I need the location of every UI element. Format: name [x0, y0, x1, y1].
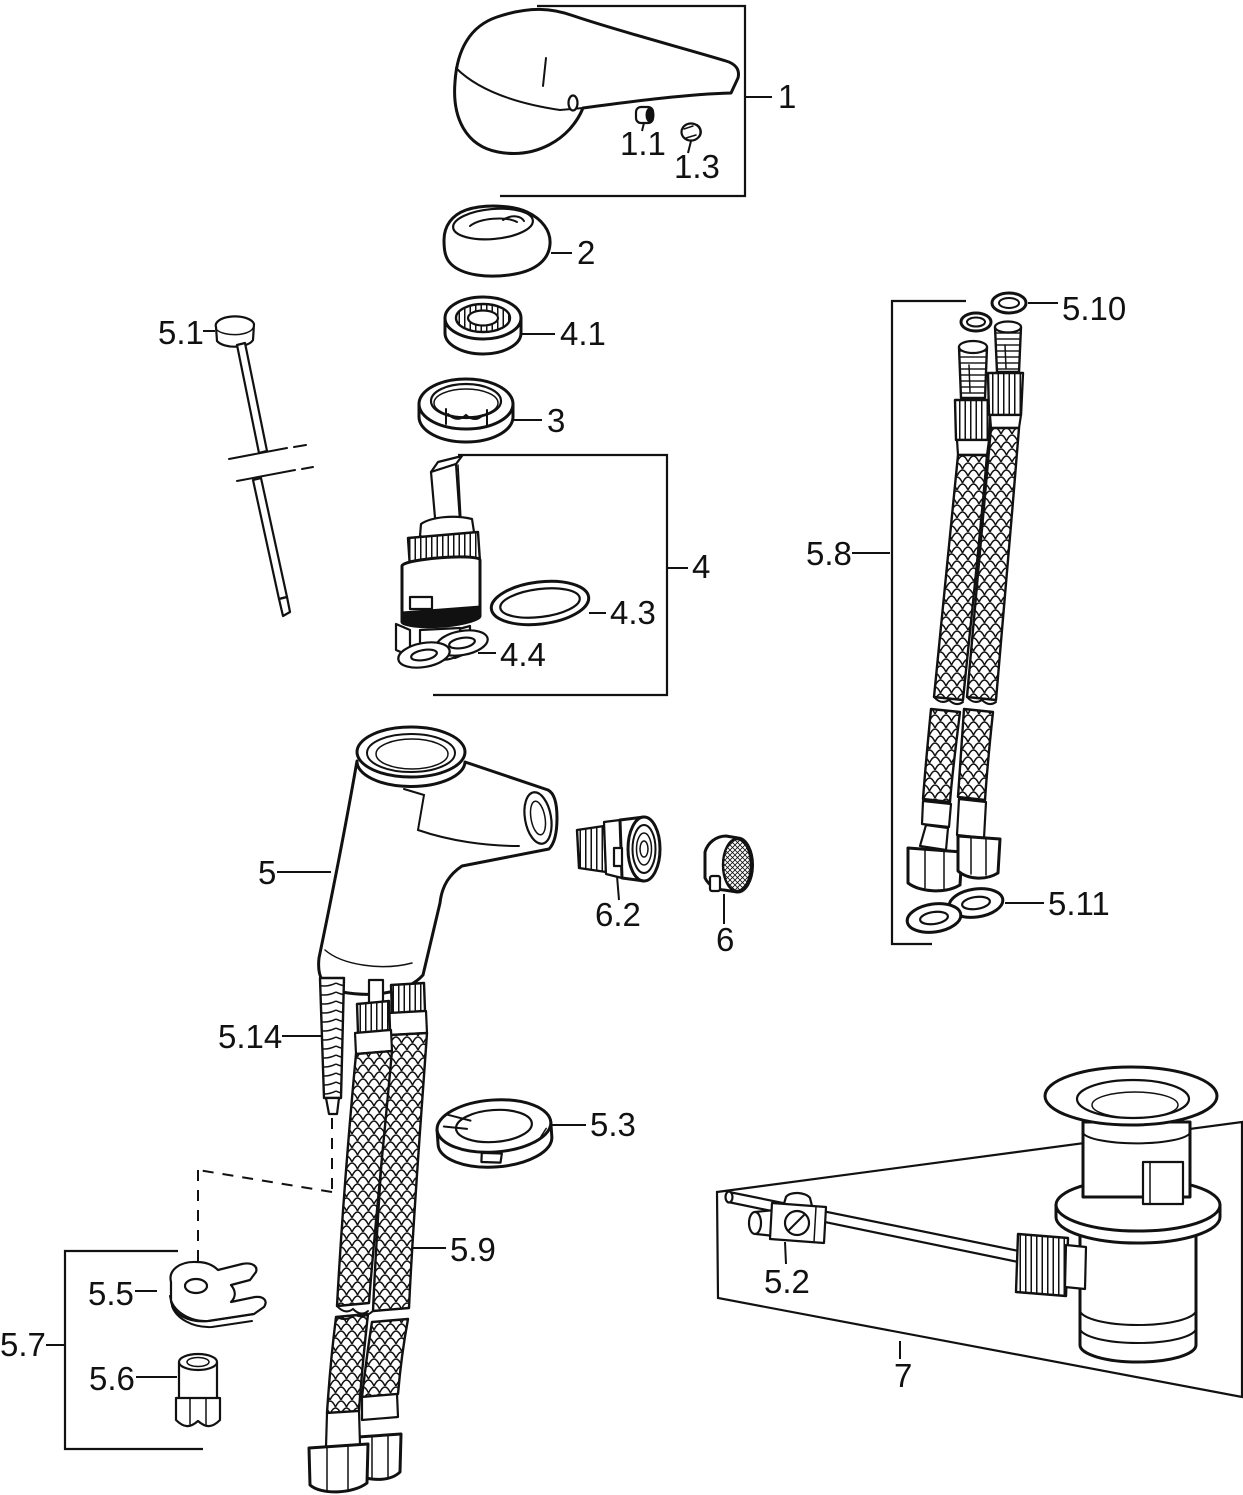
part-label-3: 3: [547, 402, 565, 439]
part-handle-lever: [453, 7, 740, 155]
group-leader-lines: [46, 96, 1058, 1378]
part-toothed-ring: [443, 295, 523, 356]
part-label-1: 1: [778, 78, 796, 115]
part-washers-511: [905, 887, 1005, 934]
part-screw: [634, 105, 655, 125]
box-cartridge-kit: [433, 453, 669, 697]
box-handle-kit: [500, 4, 747, 198]
group-dashed-lines: [197, 1118, 333, 1262]
part-label-5-3: 5.3: [590, 1106, 636, 1143]
part-label-6-2: 6.2: [595, 896, 641, 933]
part-label-5-11: 5.11: [1048, 885, 1110, 922]
part-label-5-7: 5.7: [0, 1326, 46, 1363]
part-aerator: [703, 834, 754, 894]
box-drain-kit: [715, 1120, 1243, 1399]
part-hose-kit: [905, 291, 1028, 934]
part-horseshoe-bracket: [169, 1260, 267, 1329]
part-faucet-body: [317, 725, 559, 996]
part-label-5-5: 5.5: [88, 1275, 134, 1312]
part-label-4-1: 4.1: [560, 315, 606, 352]
leader-1-1: [641, 122, 645, 132]
part-label-4-3: 4.3: [610, 594, 656, 631]
part-label-1-3: 1.3: [674, 148, 720, 185]
part-washers-pair: [397, 629, 489, 669]
part-fixing-kit: [169, 1260, 267, 1428]
part-lock-ring: [417, 377, 515, 444]
part-nut-small: [680, 122, 702, 142]
part-drain-assembly: [724, 1065, 1222, 1364]
part-orings-510: [959, 291, 1028, 333]
group-frame-boxes: [63, 4, 1243, 1451]
part-base-pipe: [318, 976, 346, 1116]
part-aerator-adapter: [575, 815, 662, 883]
part-label-4-4: 4.4: [500, 636, 546, 673]
part-rod-clamp: [747, 1191, 828, 1245]
part-label-5-9: 5.9: [450, 1231, 496, 1268]
part-label-5: 5: [258, 854, 276, 891]
part-label-1-1: 1.1: [620, 125, 666, 162]
part-pull-rod: [214, 315, 314, 618]
group-part-labels: 1 1.1 1.3 2 4.1 3 4 4.3 4.4 5.1 5 6.2 6 …: [0, 78, 1126, 1397]
part-label-6: 6: [716, 921, 734, 958]
leader-6-2: [616, 875, 620, 901]
box-fixing-kit: [63, 1249, 203, 1451]
part-oring-seal: [489, 579, 591, 627]
box-hose-kit: [890, 299, 966, 946]
part-label-5-14: 5.14: [218, 1018, 282, 1055]
part-mounting-ring: [435, 1098, 554, 1169]
drain-body: [1014, 1065, 1222, 1364]
part-label-5-10: 5.10: [1062, 290, 1126, 327]
part-label-5-8: 5.8: [806, 535, 852, 572]
part-label-2: 2: [577, 234, 595, 271]
part-label-7: 7: [894, 1357, 912, 1394]
part-supply-hoses: [307, 978, 429, 1494]
leader-1-3: [687, 140, 692, 154]
part-lock-nut: [174, 1352, 222, 1428]
part-label-5-6: 5.6: [89, 1360, 135, 1397]
hose-right: [955, 320, 1025, 880]
hose-left: [906, 339, 992, 893]
part-label-5-2: 5.2: [764, 1263, 810, 1300]
part-label-5-1: 5.1: [158, 314, 204, 351]
leader-5-2: [784, 1241, 787, 1265]
part-label-4: 4: [692, 548, 710, 585]
dashed-line-diagonal: [197, 1169, 333, 1193]
part-dome-cap: [442, 204, 552, 278]
